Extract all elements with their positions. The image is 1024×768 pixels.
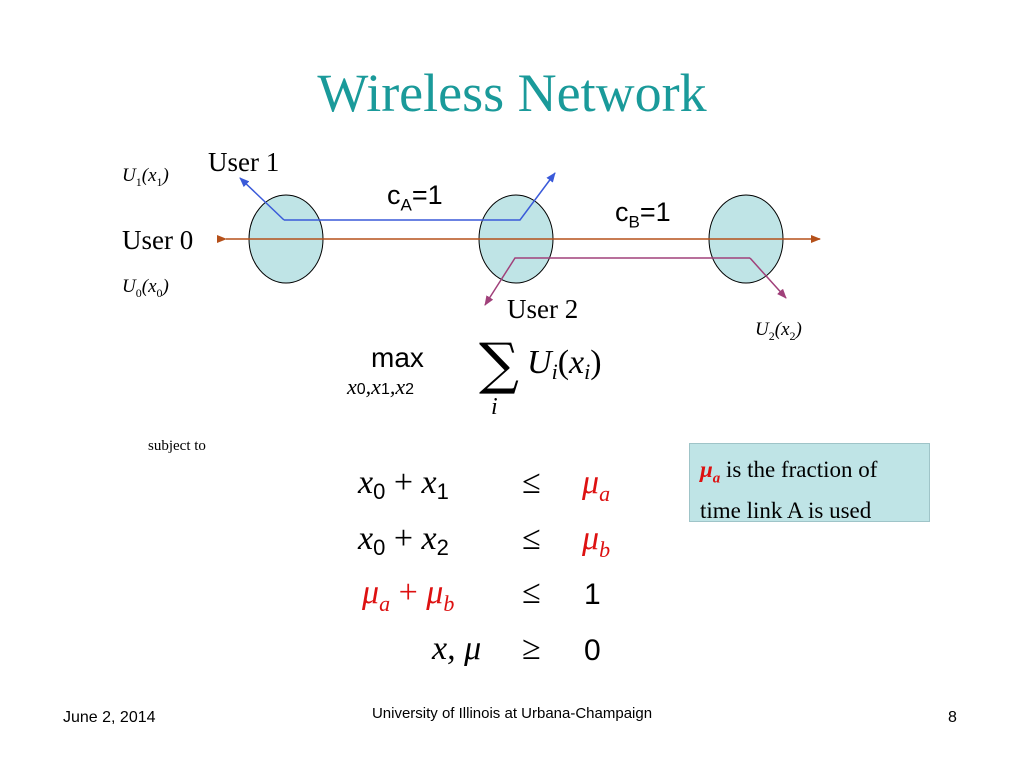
slide-title: Wireless Network bbox=[317, 63, 707, 123]
constraint-4-rhs: 0 bbox=[584, 634, 601, 667]
utility-u2: U2(x2) bbox=[755, 319, 802, 343]
footer-org: University of Illinois at Urbana-Champai… bbox=[371, 705, 653, 722]
user2-label: User 2 bbox=[507, 294, 579, 324]
objective: max x0,x1,x2 ∑ i Ui(xi) bbox=[345, 332, 645, 423]
note-mu: μa bbox=[700, 457, 721, 487]
constraint-4-lhs: x, μ bbox=[432, 630, 482, 667]
constraint-2-lhs: x0 + x2 bbox=[358, 520, 449, 560]
constraint-4-rel: ≥ bbox=[522, 630, 541, 667]
note-box: μa is the fraction of time link A is use… bbox=[689, 443, 930, 523]
constraint-3-rhs: 1 bbox=[584, 578, 601, 611]
constraint-1-rhs: μa bbox=[582, 464, 611, 506]
sum-symbol: ∑ bbox=[479, 332, 519, 397]
user2-path bbox=[484, 257, 750, 306]
constraint-1-lhs: x0 + x1 bbox=[358, 464, 449, 504]
constraint-3-rel: ≤ bbox=[522, 574, 541, 611]
user1-label: User 1 bbox=[208, 147, 280, 177]
user2-path-right bbox=[749, 257, 787, 299]
footer-page-number: 8 bbox=[948, 709, 957, 726]
capacity-link-a: cA=1 bbox=[387, 180, 443, 215]
objective-term: Ui(xi) bbox=[527, 344, 602, 384]
constraint-3-lhs: μa + μb bbox=[362, 574, 455, 616]
subject-to-label: subject to bbox=[148, 438, 206, 454]
utility-u1: U1(x1) bbox=[122, 165, 169, 189]
objective-vars: x0,x1,x2 bbox=[347, 374, 415, 399]
capacity-link-b: cB=1 bbox=[615, 197, 671, 232]
note-text: is the fraction of time link A is used bbox=[700, 457, 878, 523]
constraint-2-rhs: μb bbox=[582, 520, 611, 562]
utility-u0: U0(x0) bbox=[122, 276, 169, 300]
user0-label: User 0 bbox=[122, 225, 194, 255]
sum-index: i bbox=[491, 394, 498, 420]
constraint-1-rel: ≤ bbox=[522, 464, 541, 501]
user1-path bbox=[284, 172, 556, 221]
constraint-2-rel: ≤ bbox=[522, 520, 541, 557]
user1-path-left bbox=[239, 177, 285, 221]
footer-date: June 2, 2014 bbox=[63, 709, 156, 726]
objective-op: max bbox=[371, 342, 424, 373]
